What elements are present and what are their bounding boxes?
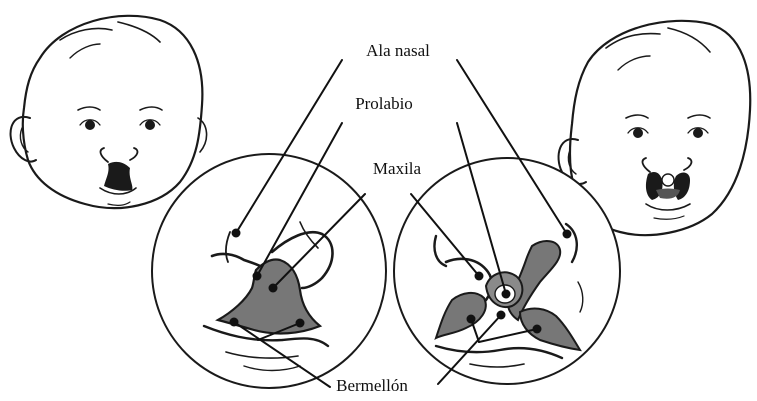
label-ala-nasal: Ala nasal xyxy=(366,41,430,60)
unilateral-cleft-magnified-icon xyxy=(152,154,386,388)
left-infant-face-icon xyxy=(11,16,207,208)
label-bermellon: Bermellón xyxy=(336,376,408,395)
bilateral-cleft-magnified-icon xyxy=(394,158,620,384)
label-prolabio: Prolabio xyxy=(355,94,413,113)
label-maxila: Maxila xyxy=(373,159,422,178)
